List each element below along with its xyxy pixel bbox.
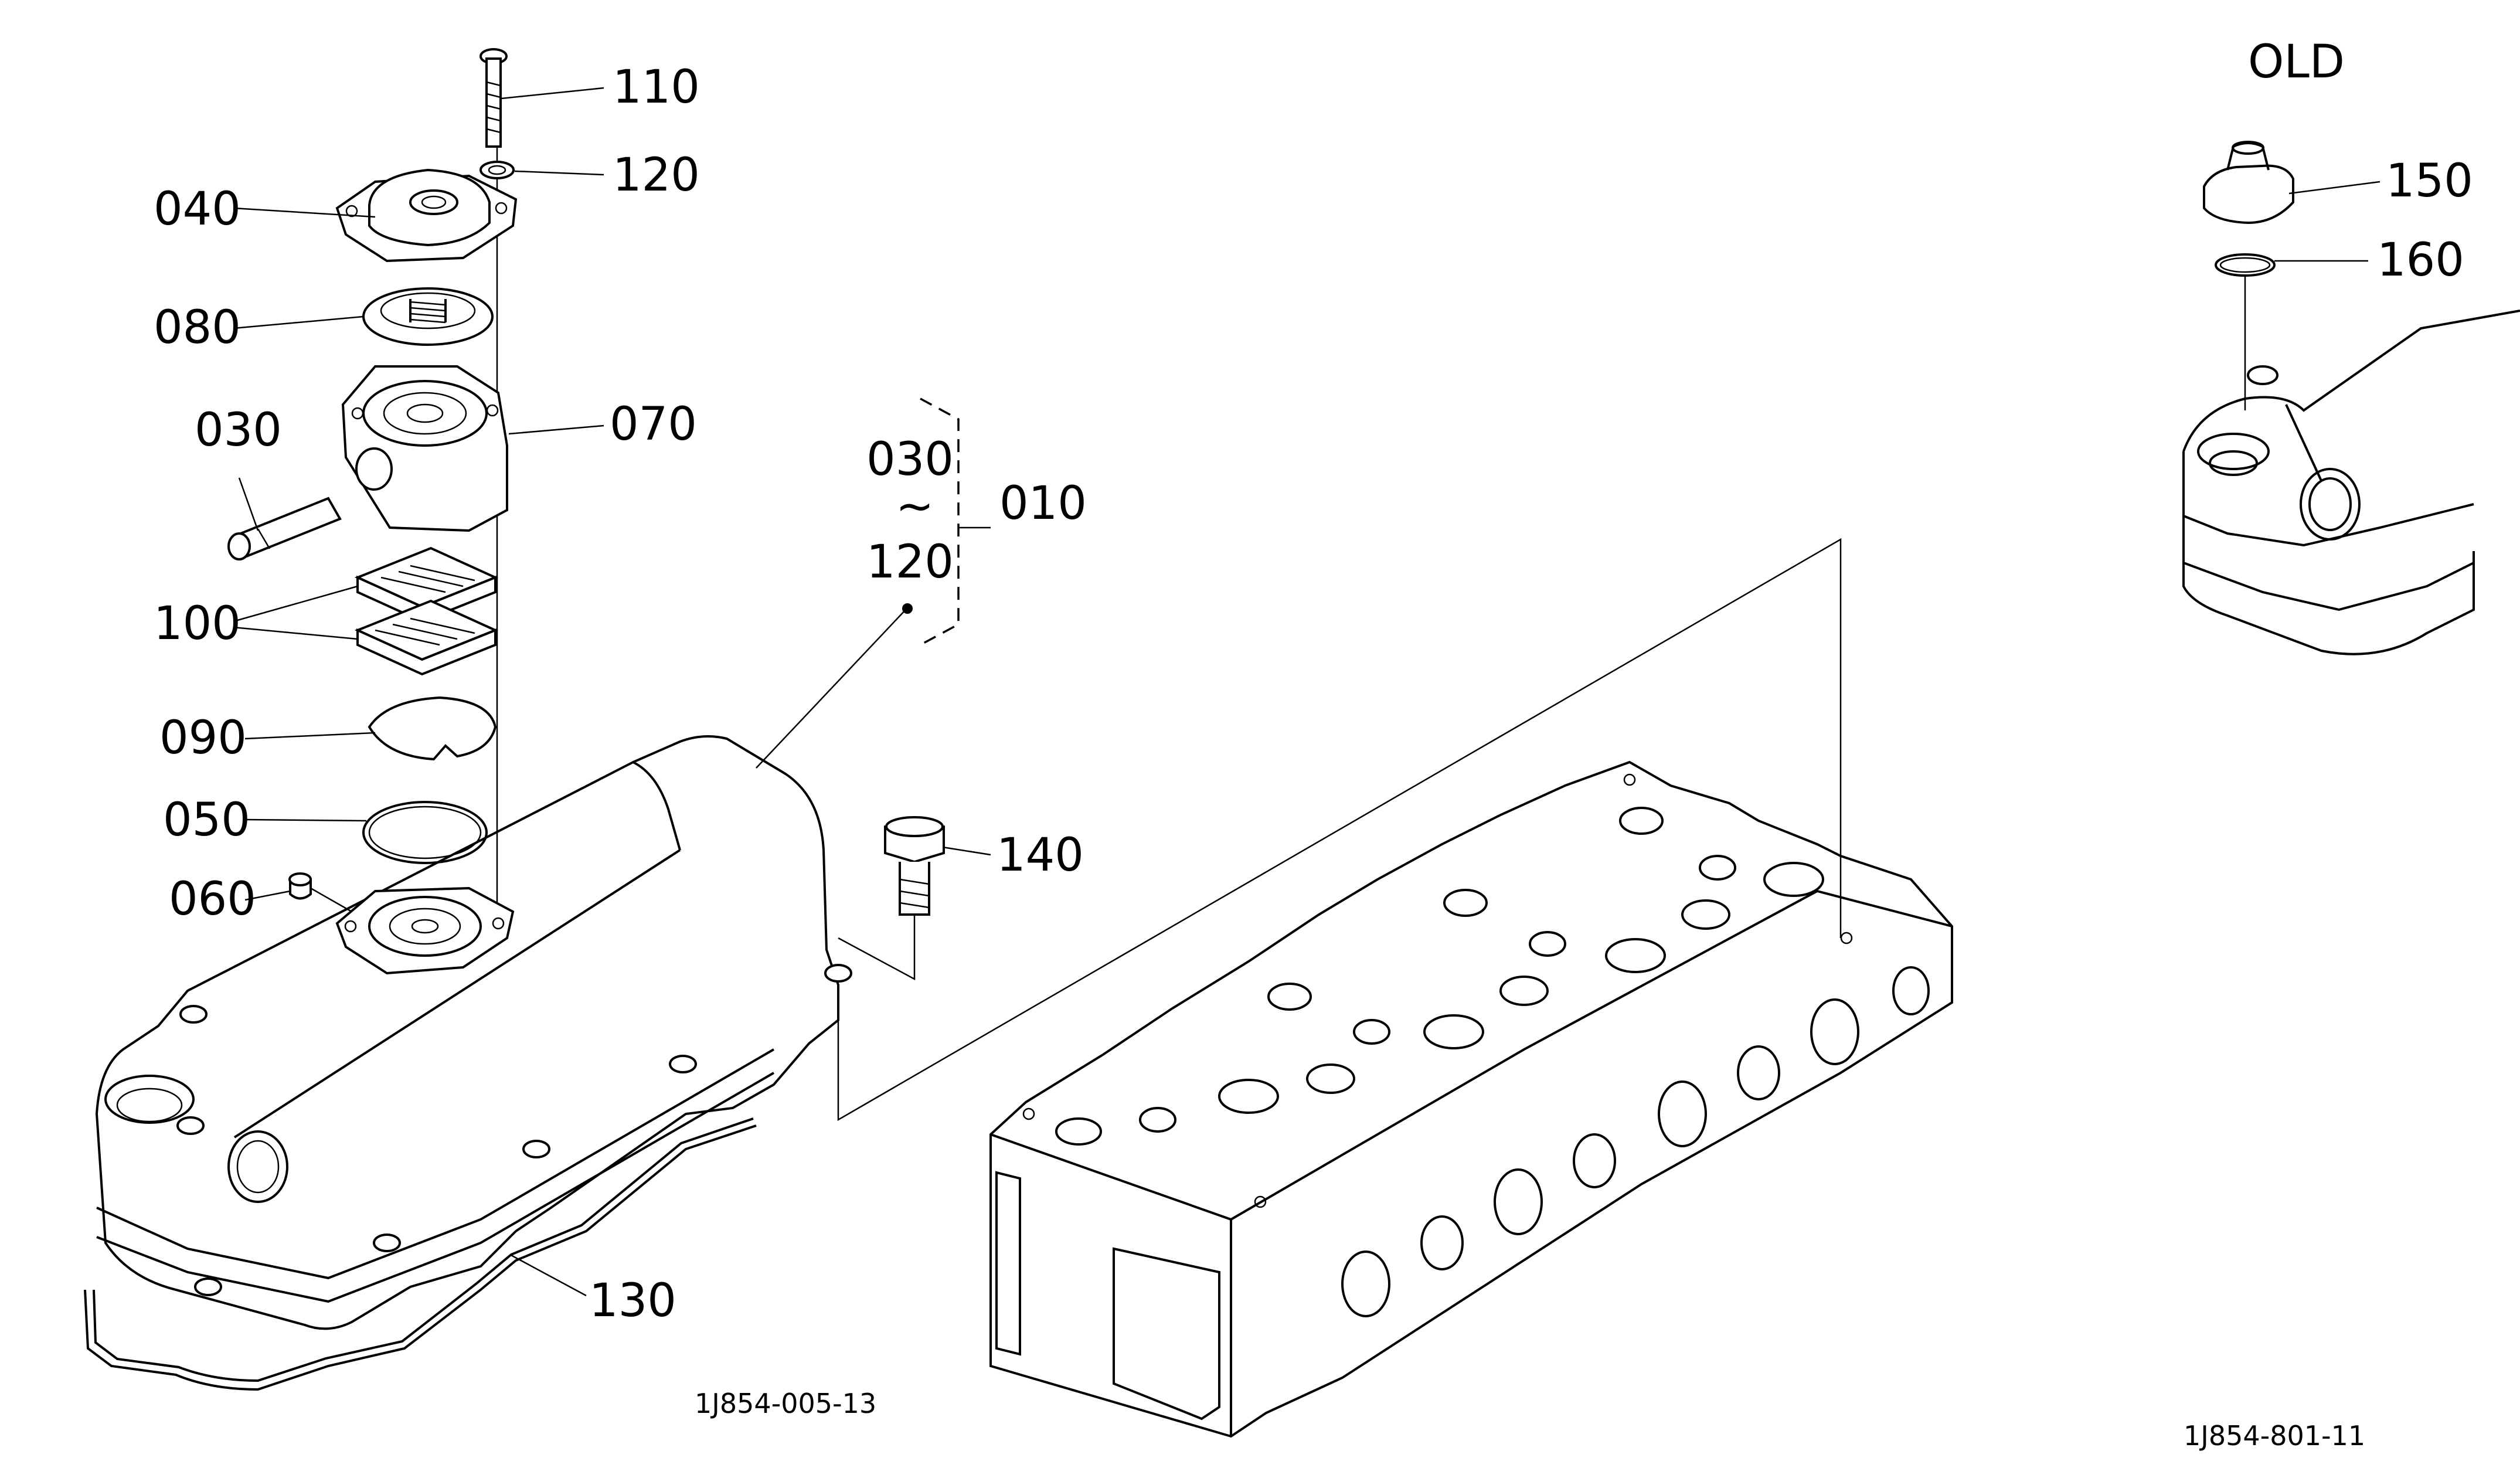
callout-050: 050 [163, 794, 250, 847]
screw-110-drawing [479, 48, 508, 148]
callout-080: 080 [154, 301, 241, 354]
old-label: OLD [2248, 36, 2345, 89]
callout-120: 120 [613, 149, 700, 202]
seat-080-drawing [362, 287, 494, 346]
callout-040: 040 [154, 183, 241, 236]
callout-140: 140 [997, 829, 1084, 882]
rocker-cover-130-drawing [84, 735, 852, 1391]
callout-060: 060 [169, 873, 256, 926]
filter-100-drawing [354, 546, 499, 676]
callout-160: 160 [2377, 234, 2464, 287]
assembly-range-sep: ~ [896, 480, 934, 533]
old-cover-fragment [2182, 310, 2520, 655]
callout-150: 150 [2386, 155, 2473, 208]
callout-010: 010 [999, 477, 1087, 530]
callout-090: 090 [159, 712, 247, 764]
disc-090-drawing [368, 696, 497, 761]
old-inset: OLD [2182, 36, 2520, 655]
leader-dot [902, 603, 913, 614]
callout-130: 130 [589, 1275, 676, 1327]
plug-060-drawing [288, 872, 312, 900]
assembly-range-start: 030 [866, 433, 954, 486]
washer-120-drawing [479, 161, 515, 179]
oil-cap-150-drawing [2203, 141, 2294, 225]
body-070-drawing [341, 365, 508, 532]
o-ring-050-drawing [362, 801, 488, 864]
pipe-030-drawing [227, 497, 342, 560]
cover-040-drawing [335, 168, 518, 263]
drawing-code-old: 1J854-801-11 [2184, 1420, 2365, 1452]
callout-030: 030 [195, 404, 282, 457]
callout-070: 070 [610, 398, 697, 451]
callout-110: 110 [613, 61, 700, 114]
cylinder-head-drawing [989, 760, 1953, 1438]
drawing-code-main: 1J854-005-13 [695, 1388, 876, 1419]
bolt-140-drawing [884, 816, 945, 916]
assembly-range-end: 120 [866, 536, 954, 589]
callout-100: 100 [154, 597, 241, 650]
